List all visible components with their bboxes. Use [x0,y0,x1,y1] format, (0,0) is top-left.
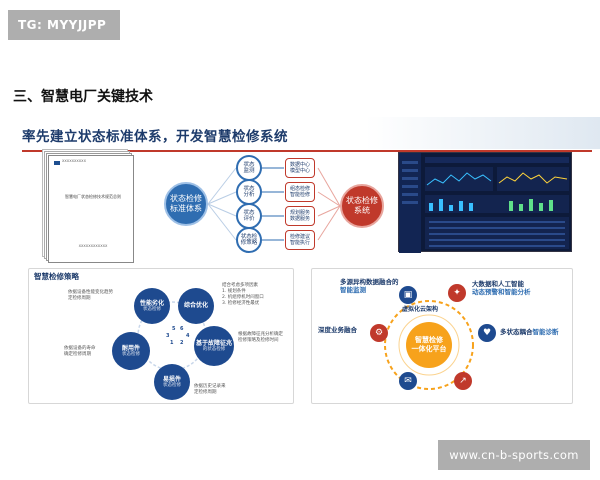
strategy-desc-fault: 根据故障征兆分析确定 检修策略及检修时间 [238,332,283,344]
slide-divider [22,150,592,152]
strategy-desc-optimization: 结合考虑多项因素 1. 规划条件 2. 机组停机时间窗口 3. 检修经济性最优 [222,283,264,307]
label-business-fusion: 深度业务融合 [318,326,357,334]
slide-header [14,117,600,149]
flow-step-strategy: 状态检 修策略 [236,227,262,253]
node-wear-parts: 易损件 状态检修 [154,364,190,400]
strategy-desc-performance: 依据设备性能变化趋势 定检修周期 [68,290,113,302]
document-org: XXXXXXXXXX [62,159,86,163]
node-comprehensive-optimization: 综合优化 [178,288,214,324]
label-smart-diagnosis: 多状态耦合智能诊断 [500,328,572,336]
heart-pulse-icon: ♥ [478,324,496,342]
step-number: 4 [186,333,190,339]
strategy-numbers: 5 6 3 4 1 2 [164,326,192,348]
node-label: 基于故障征兆 [195,339,232,347]
gear-icon: ⚙ [370,324,388,342]
label-highlight: 动态预警和智能分析 [472,288,531,297]
dashboard-graphics [399,153,569,253]
flow-box-4: 检修建议智能执行 [285,230,315,250]
node-sub: 状态检修 [163,382,181,388]
step-number: 5 [172,326,176,332]
strategy-desc-durable: 依据设备的寿命 确定检修周期 [64,346,96,358]
node-label: 综合优化 [183,302,208,310]
step-number: 3 [166,333,170,339]
node-sub: 状态检修 [122,351,140,357]
node-performance-degradation: 性能劣化 状态检修 [134,288,170,324]
section-title: 三、智慧电厂关键技术 [13,89,153,105]
watermark-bottom: www.cn-b-sports.com [438,440,590,470]
node-label: 性能劣化 [139,299,164,307]
flow-box-text: 数据服务 [289,216,310,222]
label-text: 大数据和人工智能 [472,280,524,288]
step-number: 1 [170,340,174,346]
flow-box-3: 规划服务数据服务 [285,206,315,226]
node-fault-symptom: 基于故障征兆 的状态检修 [194,326,234,366]
label-cloud-architecture: 虚拟化云架构 [402,306,439,313]
step-number: 2 [180,340,184,346]
flow-box-text: 规划服务 [289,210,310,216]
trend-chart-icon: ↗ [454,372,472,390]
dashboard-screenshot [398,152,572,253]
watermark-top: TG: MYYJJPP [8,10,120,40]
maintenance-system-circle: 状态检修 系统 [340,184,384,228]
label-text: 多源异构数据融合的 [340,278,399,286]
flow-step-monitoring: 状态 监测 [236,155,262,181]
slide-title: 率先建立状态标准体系，开发智慧检修系统 [22,129,288,145]
node-label: 易损件 [162,375,181,383]
node-sub: 的状态检修 [202,346,226,352]
label-ai-analysis: 大数据和人工智能 动态预警和智能分析 [472,280,562,297]
flow-box-text: 智能检修 [289,192,310,198]
node-durable-parts: 耐用件 状态检修 [112,332,150,370]
flow-box-2: 组态检修智能检修 [285,182,315,202]
node-sub: 状态检修 [143,306,161,312]
flow-box-text: 模型中心 [289,168,310,174]
platform-center: 智慧检修 一体化平台 [406,322,452,368]
document-footer: XXXXXXXXXXXX [78,244,108,248]
monitor-icon: ▣ [399,286,417,304]
standard-system-circle: 状态检修 标准体系 [164,182,208,226]
flow-box-text: 数据中心 [289,162,310,168]
flow-box-text: 智能执行 [289,240,310,246]
strategy-desc-wear: 依据历史记录来 定检修周期 [194,384,226,396]
document-logo-icon [54,161,60,165]
flow-box-1: 数据中心模型中心 [285,158,315,178]
node-label: 耐用件 [121,344,140,352]
label-highlight: 智能监测 [340,286,366,295]
brain-icon: ✦ [448,284,466,302]
label-highlight: 智能诊断 [532,328,559,336]
mail-icon: ✉ [399,372,417,390]
standard-document: XXXXXXXXXX 智慧电厂状态检修技术规范总则 XXXXXXXXXXXX [48,155,134,263]
flow-box-text: 组态检修 [289,186,310,192]
flow-box-text: 检修建议 [289,234,310,240]
label-smart-monitoring: 多源异构数据融合的 智能监测 [340,278,400,295]
label-text: 多状态耦合 [500,328,533,336]
strategy-panel-title: 智慧检修策略 [34,272,79,281]
document-title: 智慧电厂状态检修技术规范总则 [65,194,121,199]
step-number: 6 [180,326,184,332]
